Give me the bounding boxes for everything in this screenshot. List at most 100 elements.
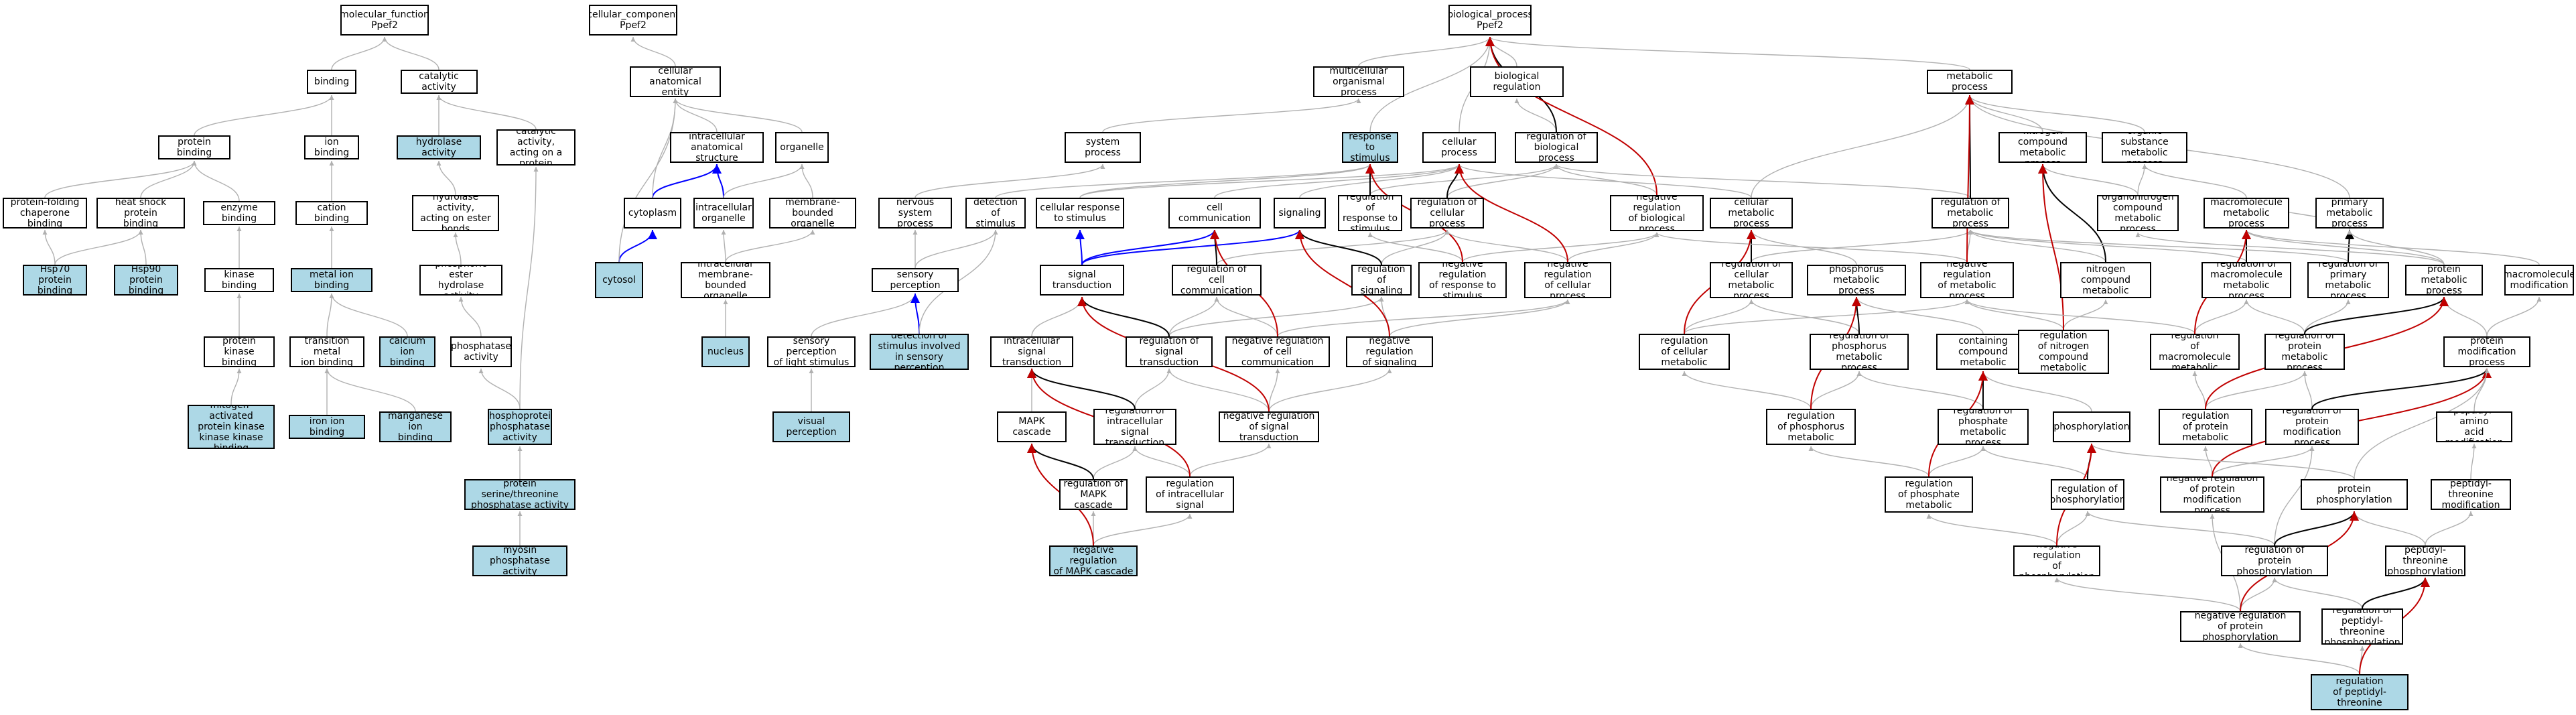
term-cc-root: cellular_component Ppef2 bbox=[589, 5, 677, 36]
edge-is-a bbox=[1968, 229, 2106, 263]
edge-is-a bbox=[2137, 164, 2147, 196]
term-neg-reg-phosphate: negative regulation of phosphate metabol… bbox=[1885, 476, 1973, 513]
edge-is-a bbox=[1189, 443, 1272, 477]
term-system-process: system process bbox=[1065, 132, 1141, 163]
term-hydrolase-ester: hydrolase activity, acting on ester bond… bbox=[412, 195, 499, 231]
term-hydrolase: hydrolase activity bbox=[397, 135, 481, 159]
term-reg-cell-comm: regulation of cell communication bbox=[1172, 265, 1262, 296]
term-intracellular-st: intracellular signal transduction bbox=[990, 336, 1073, 367]
edge-part-of bbox=[712, 164, 724, 198]
edge-is-a bbox=[2135, 232, 2445, 265]
term-catalytic: catalytic activity bbox=[400, 70, 478, 94]
term-detection-stimulus: detection of stimulus bbox=[965, 198, 1026, 229]
term-reg-phosphorylation: regulation of phosphorylation bbox=[2051, 479, 2124, 510]
edge-negatively-regulates bbox=[2038, 164, 2064, 330]
term-neg-reg-signaling: negative regulation of signaling bbox=[1346, 336, 1433, 367]
term-macromolecule-mod: macromolecule modification bbox=[2504, 265, 2574, 296]
edge-is-a bbox=[1462, 232, 1659, 263]
term-myosin-phosphatase: myosin phosphatase activity bbox=[472, 545, 567, 576]
edge-is-a bbox=[2425, 511, 2473, 546]
edge-is-a bbox=[230, 368, 242, 405]
edge-is-a bbox=[1456, 164, 1752, 198]
edge-is-a bbox=[2272, 577, 2363, 609]
edge-regulates bbox=[1077, 296, 1170, 337]
edge-is-a bbox=[1277, 299, 1570, 337]
term-hsp-binding: heat shock protein binding bbox=[96, 198, 185, 229]
term-reg-response: regulation of response to stimulus bbox=[1338, 195, 1402, 231]
term-reg-protein-phosphorylation: regulation of protein phosphorylation bbox=[2221, 545, 2328, 576]
edge-is-a bbox=[1268, 368, 1280, 412]
term-organelle: organelle bbox=[775, 132, 829, 163]
edge-is-a bbox=[1093, 446, 1138, 480]
term-cytosol: cytosol bbox=[595, 262, 643, 298]
term-neg-reg-protein-metabolic: negative regulation of protein metabolic… bbox=[2159, 409, 2252, 445]
term-phosphate-containing: phosphate-containing compound metabolic … bbox=[1936, 334, 2030, 370]
edge-is-a bbox=[673, 98, 718, 133]
term-reg-signaling: regulation of signaling bbox=[1351, 265, 1412, 296]
edge-part-of bbox=[910, 293, 921, 334]
term-neg-reg-cell-comm: negative regulation of cell communicatio… bbox=[1225, 336, 1330, 367]
edge-is-a bbox=[1102, 98, 1361, 133]
edge-is-a bbox=[2302, 371, 2313, 409]
edge-is-a bbox=[2142, 164, 2247, 198]
term-cell-communication: cell communication bbox=[1168, 198, 1261, 229]
term-reg-protein-metabolic: regulation of protein metabolic process bbox=[2264, 334, 2345, 370]
edge-is-a bbox=[1967, 94, 2145, 133]
edge-is-a bbox=[1554, 164, 1971, 198]
edge-is-a bbox=[1854, 296, 1984, 334]
term-peptidyl-threonine-phos: peptidyl-threonine phosphorylation bbox=[2385, 545, 2465, 576]
edge-is-a bbox=[1751, 229, 1973, 263]
term-response-stimulus: response to stimulus bbox=[1342, 132, 1398, 163]
edge-regulates bbox=[1027, 368, 1136, 409]
term-macromolecule-metabolic: macromolecule metabolic process bbox=[2204, 198, 2289, 229]
term-reg-signal-transduction: regulation of signal transduction bbox=[1126, 336, 1213, 367]
term-organonitrogen: organonitrogen compound metabolic proces… bbox=[2097, 195, 2179, 231]
term-sensory-perception: sensory perception bbox=[872, 268, 959, 292]
term-phosphoric-ester: phosphoric ester hydrolase activity bbox=[419, 265, 502, 296]
edge-is-a bbox=[54, 229, 143, 265]
term-metal-ion: metal ion binding bbox=[291, 268, 372, 292]
edge-regulates bbox=[2362, 577, 2430, 609]
edge-regulates bbox=[2304, 296, 2449, 334]
edge-is-a bbox=[2274, 446, 2315, 546]
edge-is-a bbox=[1093, 513, 1193, 546]
edge-part-of bbox=[1075, 229, 1085, 265]
edge-is-a bbox=[1968, 229, 2349, 263]
term-hsp90: Hsp90 protein binding bbox=[114, 265, 178, 296]
edge-is-a bbox=[2441, 296, 2488, 337]
term-membrane-organelle: membrane-bounded organelle bbox=[769, 198, 856, 229]
term-phosphorus-metabolic: phosphorus metabolic process bbox=[1807, 265, 1906, 296]
term-reg-protein-modification: regulation of protein modification proce… bbox=[2265, 409, 2359, 445]
term-binding: binding bbox=[307, 70, 356, 94]
edge-is-a bbox=[1446, 164, 1559, 198]
term-ion-binding: ion binding bbox=[304, 135, 359, 159]
term-neg-reg-bio: negative regulation of biological proces… bbox=[1610, 195, 1704, 231]
term-reg-macromolecule: regulation of macromolecule metabolic pr… bbox=[2201, 262, 2291, 298]
edge-is-a bbox=[1214, 164, 1462, 198]
edge-is-a bbox=[1514, 98, 1557, 133]
edge-is-a bbox=[1389, 299, 1570, 337]
edge-is-a bbox=[1216, 229, 1450, 265]
edge-is-a bbox=[519, 166, 539, 409]
edge-is-a bbox=[2238, 643, 2360, 675]
term-cell-anat-entity: cellular anatomical entity bbox=[630, 66, 721, 97]
edge-is-a bbox=[324, 368, 416, 412]
edge-is-a bbox=[326, 293, 334, 337]
edge-is-a bbox=[1379, 296, 1390, 337]
edge-is-a bbox=[1168, 296, 1384, 337]
edge-is-a bbox=[1964, 299, 2064, 330]
edge-is-a bbox=[1166, 368, 1270, 412]
term-enzyme-binding: enzyme binding bbox=[203, 201, 275, 225]
term-mapk-cascade: MAPK cascade bbox=[997, 411, 1067, 442]
edge-is-a bbox=[2192, 371, 2206, 409]
edge-is-a bbox=[1749, 299, 1860, 334]
term-neg-reg-nitrogen: negative regulation of nitrogen compound… bbox=[2018, 330, 2109, 374]
term-nitrogen-compound: nitrogen compound metabolic process bbox=[1998, 132, 2087, 163]
term-reg-peptidyl-threonine: regulation of peptidyl-threonine phospho… bbox=[2321, 608, 2403, 645]
term-bp-root: biological_process Ppef2 bbox=[1448, 5, 1532, 36]
edge-negatively-regulates bbox=[1964, 94, 1974, 263]
edge-is-a bbox=[1444, 229, 1568, 263]
edge-is-a bbox=[2089, 443, 2355, 480]
edge-is-a bbox=[1928, 446, 1986, 477]
edge-is-a bbox=[1369, 36, 1493, 133]
